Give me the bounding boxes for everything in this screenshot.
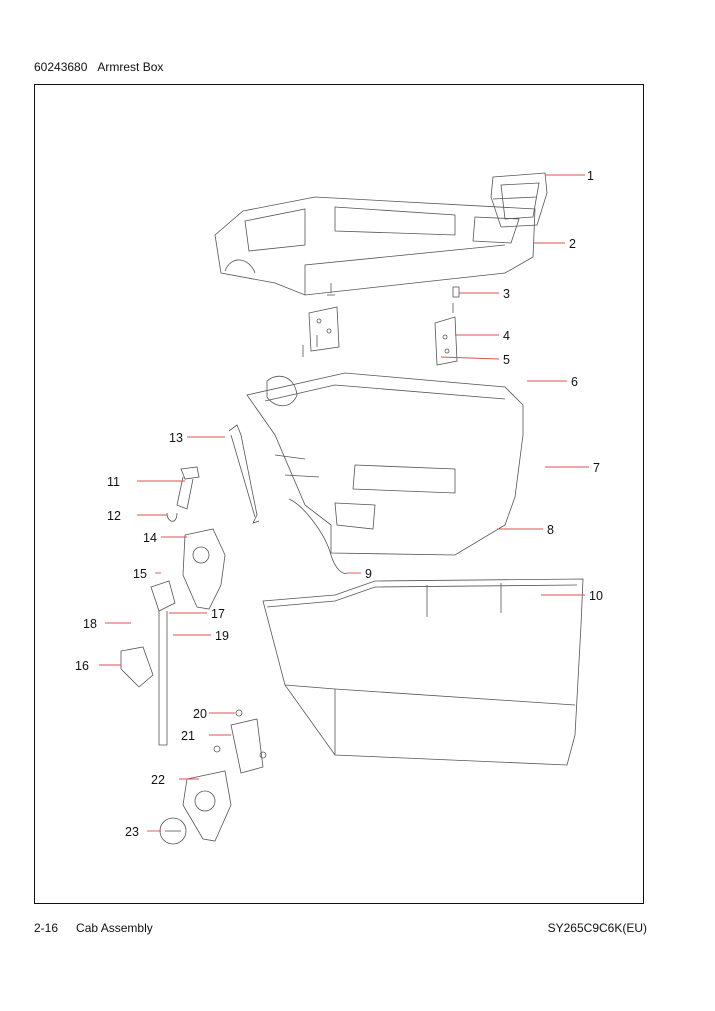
callout-20: 20 (193, 707, 207, 721)
part-cap (159, 817, 187, 845)
callout-16: 16 (75, 659, 89, 673)
callout-9: 9 (365, 567, 372, 581)
exploded-diagram: 1 2 3 4 5 6 7 8 9 10 11 12 13 14 15 16 1… (75, 169, 603, 845)
diagram-frame: 1 2 3 4 5 6 7 8 9 10 11 12 13 14 15 16 1… (34, 84, 644, 904)
page-title: Armrest Box (97, 60, 164, 74)
page-header: 60243680 Armrest Box (34, 60, 163, 74)
part-knob-housing (182, 770, 232, 842)
callout-14: 14 (143, 531, 157, 545)
callout-15: 15 (133, 567, 147, 581)
part-armrest-top (214, 196, 536, 296)
part-number: 60243680 (34, 60, 88, 74)
page-footer-left: 2-16 Cab Assembly (34, 921, 153, 935)
callout-8: 8 (547, 523, 554, 537)
model-code: SY265C9C6K(EU) (547, 921, 647, 935)
callout-5: 5 (503, 353, 510, 367)
callout-1: 1 (587, 169, 594, 183)
callout-17: 17 (211, 607, 225, 621)
part-lever-assembly (150, 580, 176, 746)
callout-10: 10 (589, 589, 603, 603)
callout-2: 2 (569, 237, 576, 251)
leader-lines (99, 174, 589, 832)
part-hinge-right (434, 286, 460, 366)
callout-21: 21 (181, 729, 195, 743)
part-pivot-pin (176, 466, 200, 510)
callout-labels: 1 2 3 4 5 6 7 8 9 10 11 12 13 14 15 16 1… (75, 169, 603, 839)
callout-4: 4 (503, 329, 510, 343)
part-clip (166, 512, 178, 522)
callout-23: 23 (125, 825, 139, 839)
callout-18: 18 (83, 617, 97, 631)
part-lever-cover (182, 528, 226, 610)
callout-11: 11 (107, 475, 120, 489)
callout-13: 13 (169, 431, 183, 445)
callout-19: 19 (215, 629, 229, 643)
callout-7: 7 (593, 461, 600, 475)
callout-3: 3 (503, 287, 510, 301)
part-base-frame (246, 372, 524, 556)
callout-22: 22 (151, 773, 165, 787)
part-cable (288, 498, 348, 574)
part-bracket (120, 646, 154, 688)
part-storage-box (262, 578, 584, 766)
part-hinge-left (302, 283, 340, 357)
section-name: Cab Assembly (76, 921, 153, 935)
part-gas-spring (228, 424, 260, 524)
page-number: 2-16 (34, 921, 59, 935)
part-mount-plate (213, 709, 267, 774)
callout-12: 12 (107, 509, 121, 523)
callout-6: 6 (571, 375, 578, 389)
